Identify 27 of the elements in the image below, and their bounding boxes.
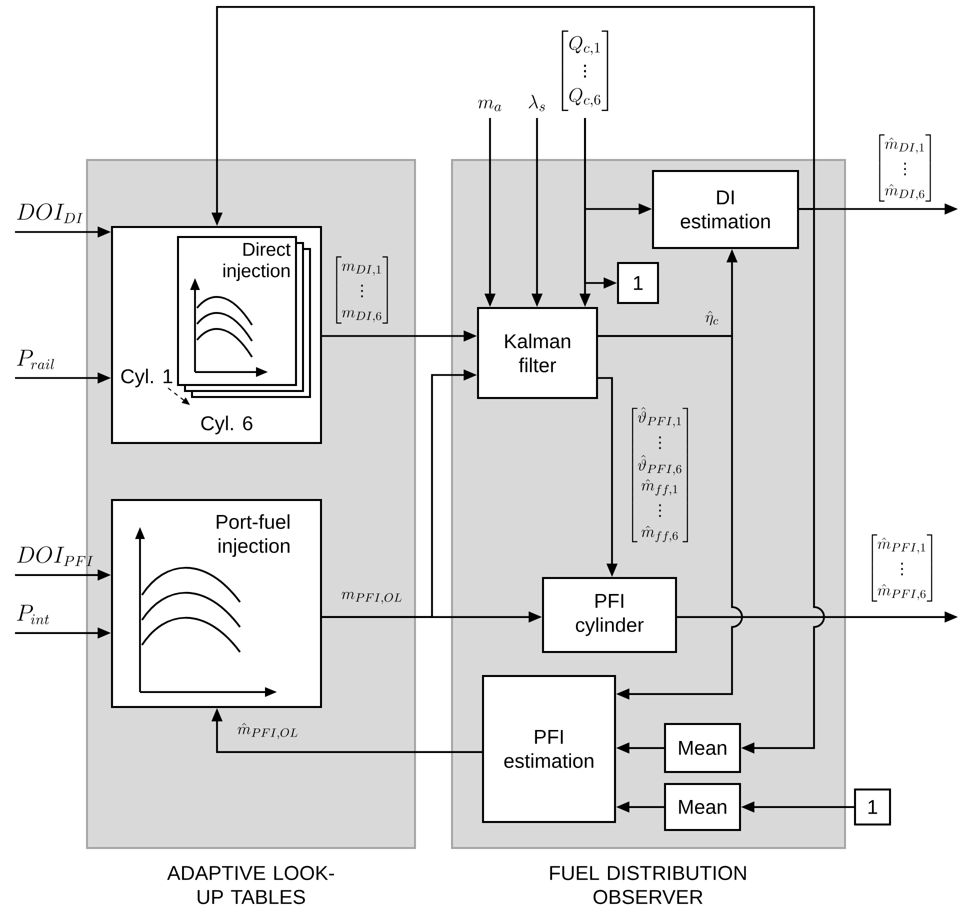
- process-box: 1: [854, 788, 892, 826]
- map-sheet-stack: Direct injection: [177, 236, 311, 398]
- edge-label: $\hat{\eta}_{c}$: [706, 310, 718, 326]
- arrow: [598, 335, 743, 700]
- input-label: $P_{int}$: [17, 604, 50, 624]
- process-box: DI estimation: [652, 170, 800, 249]
- process-box: Kalman filter: [477, 307, 598, 399]
- input-label: $DOI_{DI}$: [17, 203, 83, 224]
- edge-label: $\begin{bmatrix}\hat{m}_{PFI,1}\\ \vdots\\ \hat{m}_{PFI,6}\end{bmatrix}$: [872, 534, 932, 602]
- input-label: $\lambda_{s}$: [528, 94, 545, 112]
- process-box: Mean: [664, 723, 742, 773]
- process-box: Mean: [664, 783, 742, 831]
- process-box: PFI cylinder: [542, 577, 678, 653]
- input-label: $P_{rail}$: [17, 350, 54, 370]
- node-label: ADAPTIVE LOOK-UP TABLES: [167, 866, 334, 904]
- input-label: $m_{a}$: [478, 100, 502, 112]
- edge-label: $\begin{bmatrix}\hat{\vartheta}_{PFI,1}\\ \vdots\\ \hat{\vartheta}_{PFI,6}\\ \hat{m}_{ff,1}\\ \vdots\\ \hat{m}_{ff,6}\end{bmatrix}$: [632, 407, 688, 542]
- lookup-table-box: Port-fuel injection: [111, 499, 322, 708]
- process-box: 1: [617, 262, 660, 304]
- input-label: $\begin{bmatrix}Q_{c,1}\\ \vdots\\ Q_{c,6}\end{bmatrix}$: [562, 30, 608, 112]
- process-box: PFI estimation: [482, 675, 616, 823]
- input-label: $DOI_{PFI}$: [17, 546, 94, 566]
- node-label: FUEL DISTRIBUTION OBSERVER: [550, 866, 746, 904]
- edge-label: $m_{PFI,OL}$: [342, 592, 402, 604]
- edge-label: $\begin{bmatrix}m_{DI,1}\\ \vdots\\ m_{DI,6}\end{bmatrix}$: [336, 256, 388, 324]
- edge-label: $\hat{m}_{PFI,OL}$: [238, 722, 298, 740]
- edge-label: $\begin{bmatrix}\hat{m}_{DI,1}\\ \vdots\\ \hat{m}_{DI,6}\end{bmatrix}$: [879, 134, 931, 202]
